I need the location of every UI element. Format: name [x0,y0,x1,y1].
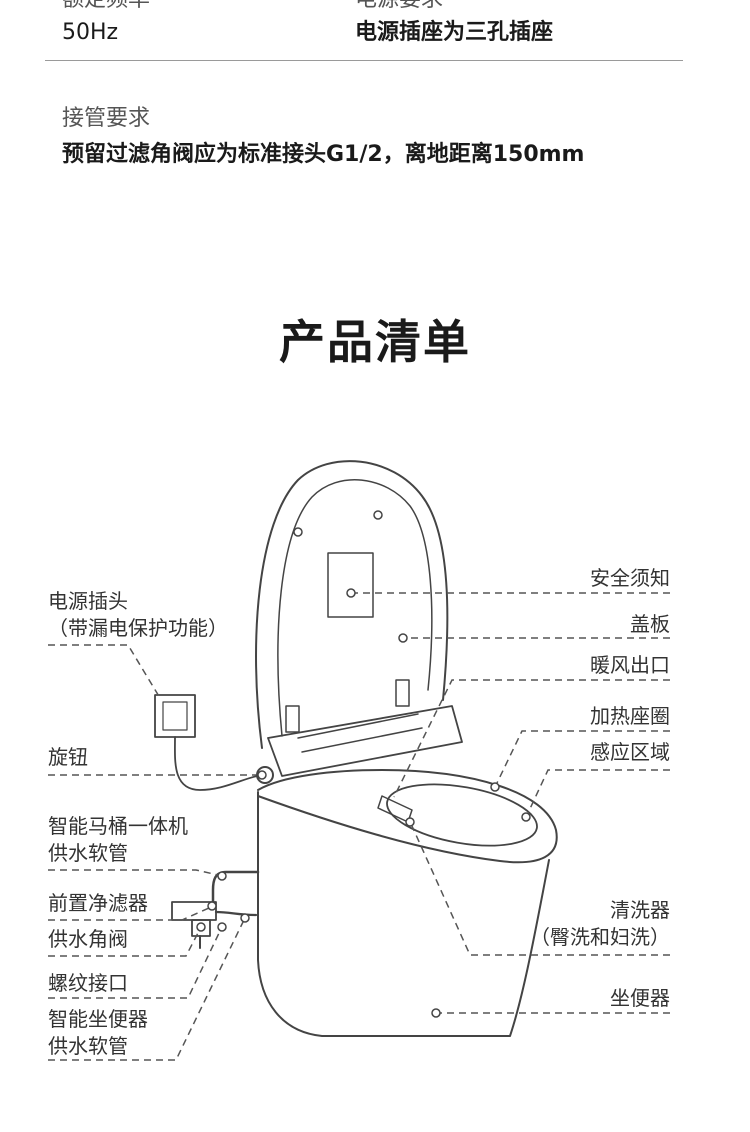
leader-warm-air-outlet [393,679,670,798]
leader-pre-filter [48,907,210,921]
supply-hose-top [211,870,260,907]
leader-angle-valve [48,930,200,957]
callout-toilet-bowl: 坐便器 [610,986,670,1010]
marker-angle-valve [196,922,206,932]
leader-seat-hose [48,921,244,1061]
rated-frequency-label: 额定频率 [62,0,150,14]
lid-bolt-left [293,527,303,537]
power-requirement-label: 电源要求 [355,0,443,14]
knob-drawing [256,766,274,784]
rated-frequency-value: 50Hz [62,20,119,45]
marker-safety-notice [346,588,356,598]
marker-threaded-connector [217,922,227,932]
power-requirement-value: 电源插座为三孔插座 [355,20,554,45]
callout-threaded-connector: 螺纹接口 [48,971,128,995]
power-cord [174,736,258,791]
plug-face [162,701,188,731]
marker-seat-hose [240,913,250,923]
hinge-left [285,705,300,733]
callout-sensor-area: 感应区域 [590,740,670,764]
marker-toilet-bowl [431,1008,441,1018]
marker-pre-filter [207,901,217,911]
marker-knob [257,770,267,780]
seat-opening [386,783,538,847]
hinge-right [395,679,410,707]
leader-heated-seat [496,730,670,784]
marker-integrated-hose [217,871,227,881]
callout-integrated-supply-hose: 智能马桶一体机 供水软管 [48,814,188,865]
lid-bolt-right [373,510,383,520]
marker-washer [405,817,415,827]
callout-washer: 清洗器 （臀洗和妇洗） [530,898,670,949]
callout-knob: 旋钮 [48,745,88,769]
callout-heated-seat: 加热座圈 [590,704,670,728]
callout-angle-valve: 供水角阀 [48,927,128,951]
callout-seat-supply-hose: 智能坐便器 供水软管 [48,1007,148,1058]
spec-divider [45,60,683,61]
leader-washer [411,825,670,956]
callout-safety-notice: 安全须知 [590,566,670,590]
leader-power-plug [48,644,161,699]
hinge-cylinder [297,713,423,753]
leader-sensor-area [527,769,670,814]
leader-integrated-hose [48,869,219,876]
callout-lid: 盖板 [630,612,670,636]
callout-power-plug: 电源插头 （带漏电保护功能） [48,589,228,640]
marker-heated-seat [490,782,500,792]
lid-outer-outline [255,460,449,749]
callout-warm-air-outlet: 暖风出口 [590,653,670,677]
section-title: 产品清单 [279,315,471,369]
marker-sensor-area [521,812,531,822]
bowl-rim [257,769,558,864]
pipe-requirement-label: 接管要求 [62,106,151,131]
toilet-body [257,791,550,1037]
seat-back [267,705,463,777]
supply-hose-lower [214,910,258,917]
plug-box [154,694,196,738]
lid-warning-panel [327,552,374,618]
lid-inner-outline [277,479,433,737]
marker-lid [398,633,408,643]
pipe-requirement-value: 预留过滤角阀应为标准接头G1/2，离地距离150mm [62,142,585,167]
callout-pre-filter: 前置净滤器 [48,891,148,915]
